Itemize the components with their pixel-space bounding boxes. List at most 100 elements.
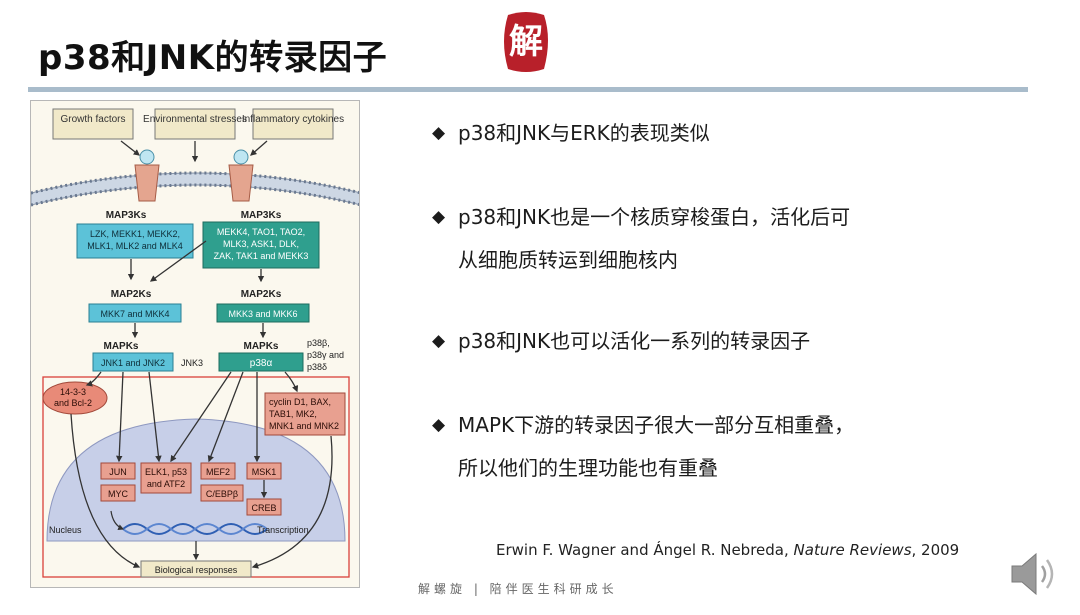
citation-year: , 2009 [911,541,960,559]
bullet-item: ◆ p38和JNK也是一个核质穿梭蛋白，活化后可 从细胞质转运到细胞核内 [432,199,850,279]
arrow-to-dna [110,510,125,530]
arrow-growth [120,140,141,156]
tf-elk-line-2: and ATF2 [147,479,185,489]
bio-responses-text: Biological responses [155,565,238,575]
map3k-left-box [76,223,194,259]
receptor-right [228,164,254,202]
diamond-bullet-icon: ◆ [432,331,446,351]
jnk3-label: JNK3 [181,358,203,368]
map3k-left-label: MAP3Ks [106,210,147,221]
map3k-right-box [202,221,320,269]
arrow-jnk-elk [148,371,162,463]
dna-strand-b [122,523,268,535]
cyto-targets-line-1: cyclin D1, BAX, [269,397,331,407]
bullet-text: 从细胞质转运到细胞核内 [458,248,678,272]
tf-cebp-text: C/EBPβ [206,489,238,499]
input-growth-label: Growth factors [60,114,125,125]
tf-elk-box [140,462,192,494]
map3k-right-line-1: MEKK4, TAO1, TAO2, [217,227,305,237]
map3k-left-line-2: MLK1, MLK2 and MLK4 [87,241,183,251]
p38-others-line-2: p38γ and [307,350,344,360]
p38-others-line-3: p38δ [307,362,327,372]
map2k-right-text: MKK3 and MKK6 [228,309,297,319]
tf-myc-text: MYC [108,489,129,499]
tf-mef2-text: MEF2 [206,467,230,477]
map2k-right-box [216,303,310,323]
arrow-adaptor-bio [70,413,141,568]
slide-title: p38和JNK的转录因子 [38,38,388,78]
bio-responses-box [140,560,252,578]
tf-msk1-text: MSK1 [252,467,277,477]
adaptor-line-2: and Bcl-2 [54,398,92,408]
bullet-text: p38和JNK也是一个核质穿梭蛋白，活化后可 [458,205,851,229]
diamond-bullet-icon: ◆ [432,415,446,435]
cyto-targets-box [264,392,346,436]
bullet-item: ◆ p38和JNK与ERK的表现类似 [432,115,710,152]
arrow-p38-cyto [284,371,299,393]
input-growth-box [52,108,134,140]
tf-creb-text: CREB [251,503,276,513]
nucleus-label: Nucleus [49,525,82,535]
cyto-targets-line-2: TAB1, MK2, [269,409,317,419]
adaptor-box [42,381,108,415]
p38-others-line-1: p38β, [307,338,330,348]
tf-mef2-box [200,462,236,480]
map2k-left-label: MAP2Ks [111,289,152,300]
mapk-right-box [218,352,304,372]
footer-slogan: 解螺旋 | 陪伴医生科研成长 [418,582,618,596]
diamond-bullet-icon: ◆ [432,123,446,143]
arrow-jnk-adaptor [85,371,102,387]
mapk-right-label: MAPKs [243,341,278,352]
seal-char: 解 [509,22,543,62]
citation: Erwin F. Wagner and Ángel R. Nebreda, Na… [496,541,959,559]
mapk-left-box [92,352,174,372]
arrow-p38-elk [170,371,232,463]
bullet-text: MAPK下游的转录因子很大一部分互相重叠， [458,413,855,437]
tf-myc-box [100,484,136,502]
mapk-left-text: JNK1 and JNK2 [101,358,165,368]
bullet-item: ◆ p38和JNK也可以活化一系列的转录因子 [432,323,810,360]
tf-jun-text: JUN [109,467,127,477]
pathway-diagram: Growth factors Environmental stresses In… [30,100,360,588]
input-stress-box [154,108,236,140]
membrane-inner-heads [31,183,359,207]
input-stress-label: Environmental stresses [143,114,247,125]
map3k-right-label: MAP3Ks [241,210,282,221]
arrow-cytokine [250,140,268,156]
map3k-right-line-3: ZAK, TAK1 and MEKK3 [214,251,309,261]
citation-journal: Nature Reviews [793,541,912,559]
tf-elk-line-1: ELK1, p53 [145,467,187,477]
map2k-right-label: MAP2Ks [241,289,282,300]
bullet-text: 所以他们的生理功能也有重叠 [458,456,718,480]
speaker-icon[interactable] [1006,548,1062,600]
input-cytokine-box [252,108,334,140]
mapk-left-label: MAPKs [103,341,138,352]
input-cytokine-label: Inflammatory cytokines [242,114,344,125]
cell-membrane [31,172,359,206]
seal-icon: 解 [504,12,548,72]
arrow-p38-mef2 [207,371,244,463]
arrow-map3k-cross [149,240,207,282]
receptor-right-ligand [233,149,249,165]
bullet-text: p38和JNK也可以活化一系列的转录因子 [458,329,811,353]
nucleus-shape [46,418,346,542]
tf-msk1-box [246,462,282,480]
transcription-label: Transcription [257,525,309,535]
cyto-targets-line-3: MNK1 and MNK2 [269,421,339,431]
arrow-jnk-jun [115,371,124,463]
bullet-item: ◆ MAPK下游的转录因子很大一部分互相重叠， 所以他们的生理功能也有重叠 [432,407,854,487]
tf-cebp-box [200,484,244,502]
map2k-left-box [88,303,182,323]
tf-jun-box [100,462,136,480]
mapk-right-text: p38α [250,358,273,369]
receptor-left [134,164,160,202]
map2k-left-text: MKK7 and MKK4 [100,309,169,319]
header-rule [28,87,1028,92]
citation-authors: Erwin F. Wagner and Ángel R. Nebreda, [496,541,789,559]
receptor-left-ligand [139,149,155,165]
map3k-right-line-2: MLK3, ASK1, DLK, [223,239,299,249]
diamond-bullet-icon: ◆ [432,207,446,227]
arrow-cyto-bio [251,435,333,569]
bullet-text: p38和JNK与ERK的表现类似 [458,121,710,145]
membrane-outer-heads [31,171,359,195]
